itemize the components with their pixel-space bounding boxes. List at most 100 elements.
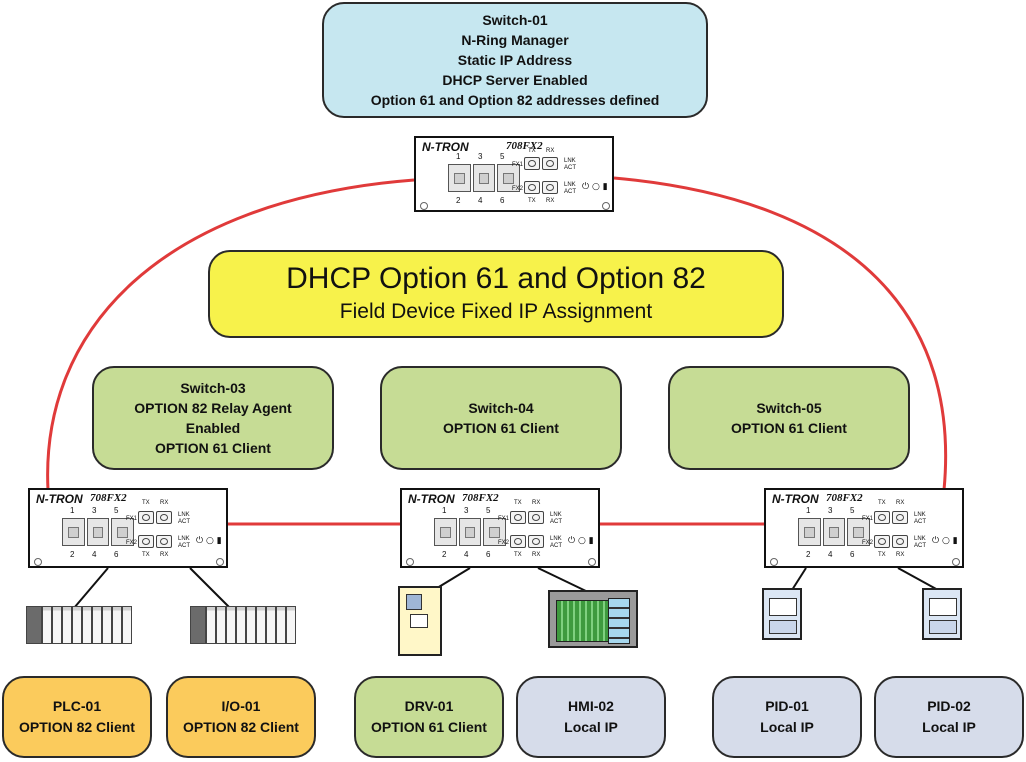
rx-label: RX (896, 500, 905, 506)
ethernet-port (798, 518, 821, 546)
fiber-connector (542, 181, 558, 194)
act-label: ACT (914, 519, 926, 525)
act-label: ACT (178, 543, 190, 549)
switch-03-device: N-TRON 708FX2 1 3 5 2 4 6 TX RX FX1 LNK … (28, 488, 228, 568)
port-number: 2 (442, 550, 447, 559)
tx-label: TX (514, 552, 522, 558)
ethernet-port (822, 518, 846, 546)
plc-icon (26, 606, 132, 644)
drv-01-box: DRV-01 OPTION 61 Client (354, 676, 504, 758)
diagram-title: DHCP Option 61 and Option 82 (286, 262, 706, 295)
screw-icon (34, 558, 42, 566)
ethernet-ports (434, 518, 507, 546)
fiber-connector (138, 511, 154, 524)
switch-05-device: N-TRON 708FX2 1 3 5 2 4 6 TX RX FX1 LNK … (764, 488, 964, 568)
rx-label: RX (160, 552, 169, 558)
switch-03-line: OPTION 61 Client (155, 440, 271, 456)
screw-icon (952, 558, 960, 566)
port-number: 3 (92, 506, 97, 515)
client-role: Local IP (760, 719, 814, 735)
client-name: DRV-01 (404, 698, 454, 714)
fx1-label: FX1 (512, 162, 524, 168)
switch-model: 708FX2 (826, 492, 863, 504)
ethernet-port (483, 518, 507, 546)
lnk-label: LNK (550, 536, 562, 542)
ethernet-port (847, 518, 871, 546)
lnk-label: LNK (178, 536, 190, 542)
switch-04-box: Switch-04 OPTION 61 Client (380, 366, 622, 470)
ethernet-port (86, 518, 110, 546)
link-hmi-02 (537, 567, 589, 593)
ethernet-port (448, 164, 471, 192)
client-role: Local IP (922, 719, 976, 735)
ethernet-port (472, 164, 496, 192)
port-number: 3 (478, 152, 483, 161)
fiber-connector (156, 511, 172, 524)
switch-model: 708FX2 (462, 492, 499, 504)
drive-icon (398, 586, 442, 656)
fiber-connector (510, 511, 526, 524)
ethernet-port (434, 518, 457, 546)
hmi-icon (548, 590, 638, 648)
fiber-connector (524, 181, 540, 194)
switch-brand: N-TRON (408, 492, 455, 506)
lnk-label: LNK (914, 512, 926, 518)
lnk-label: LNK (564, 182, 576, 188)
switch-03-box: Switch-03 OPTION 82 Relay Agent Enabled … (92, 366, 334, 470)
tx-label: TX (142, 552, 150, 558)
pid-controller-icon (762, 588, 802, 640)
fiber-connector (524, 157, 540, 170)
power-icon: ⏻ ○ ▮ (196, 536, 222, 546)
rx-label: RX (896, 552, 905, 558)
n-ring-right-arc (613, 176, 948, 491)
plc-01-box: PLC-01 OPTION 82 Client (2, 676, 152, 758)
screw-icon (420, 202, 428, 210)
act-label: ACT (914, 543, 926, 549)
pid-02-box: PID-02 Local IP (874, 676, 1024, 758)
fiber-connector (510, 535, 526, 548)
switch-04-line: Switch-04 (468, 400, 534, 416)
screw-icon (216, 558, 224, 566)
rx-label: RX (546, 148, 555, 154)
fiber-connector (874, 535, 890, 548)
n-ring-left-arc (46, 178, 415, 491)
port-number: 3 (464, 506, 469, 515)
power-icon: ⏻ ○ ▮ (932, 536, 958, 546)
title-box: DHCP Option 61 and Option 82 Field Devic… (208, 250, 784, 338)
screw-icon (602, 202, 610, 210)
port-number: 6 (500, 196, 505, 205)
tx-label: TX (528, 198, 536, 204)
fx1-label: FX1 (498, 516, 510, 522)
tx-label: TX (528, 148, 536, 154)
client-name: I/O-01 (221, 698, 261, 714)
tx-label: TX (878, 552, 886, 558)
link-pid-02 (897, 567, 939, 591)
switch-brand: N-TRON (36, 492, 83, 506)
fx2-label: FX2 (126, 540, 138, 546)
switch-05-line: Switch-05 (756, 400, 822, 416)
port-number: 4 (464, 550, 469, 559)
port-number: 1 (806, 506, 811, 515)
fiber-connector (156, 535, 172, 548)
port-number: 6 (486, 550, 491, 559)
lnk-label: LNK (550, 512, 562, 518)
switch-04-line: OPTION 61 Client (443, 420, 559, 436)
io-rack-icon (190, 606, 296, 644)
port-number: 6 (114, 550, 119, 559)
port-number: 5 (486, 506, 491, 515)
port-number: 5 (850, 506, 855, 515)
client-role: Local IP (564, 719, 618, 735)
act-label: ACT (564, 189, 576, 195)
switch-01-device: N-TRON 708FX2 1 3 5 2 4 6 TX RX FX1 LNK … (414, 136, 614, 212)
ethernet-ports (62, 518, 135, 546)
diagram-subtitle: Field Device Fixed IP Assignment (339, 300, 653, 323)
switch-03-line: OPTION 82 Relay Agent (134, 400, 292, 416)
hmi-02-box: HMI-02 Local IP (516, 676, 666, 758)
client-name: PID-01 (765, 698, 809, 714)
link-pid-01 (791, 567, 807, 591)
port-number: 2 (70, 550, 75, 559)
manager-line: Switch-01 (482, 12, 548, 28)
port-number: 5 (500, 152, 505, 161)
lnk-label: LNK (914, 536, 926, 542)
switch-01-manager-box: Switch-01 N-Ring Manager Static IP Addre… (322, 2, 708, 118)
